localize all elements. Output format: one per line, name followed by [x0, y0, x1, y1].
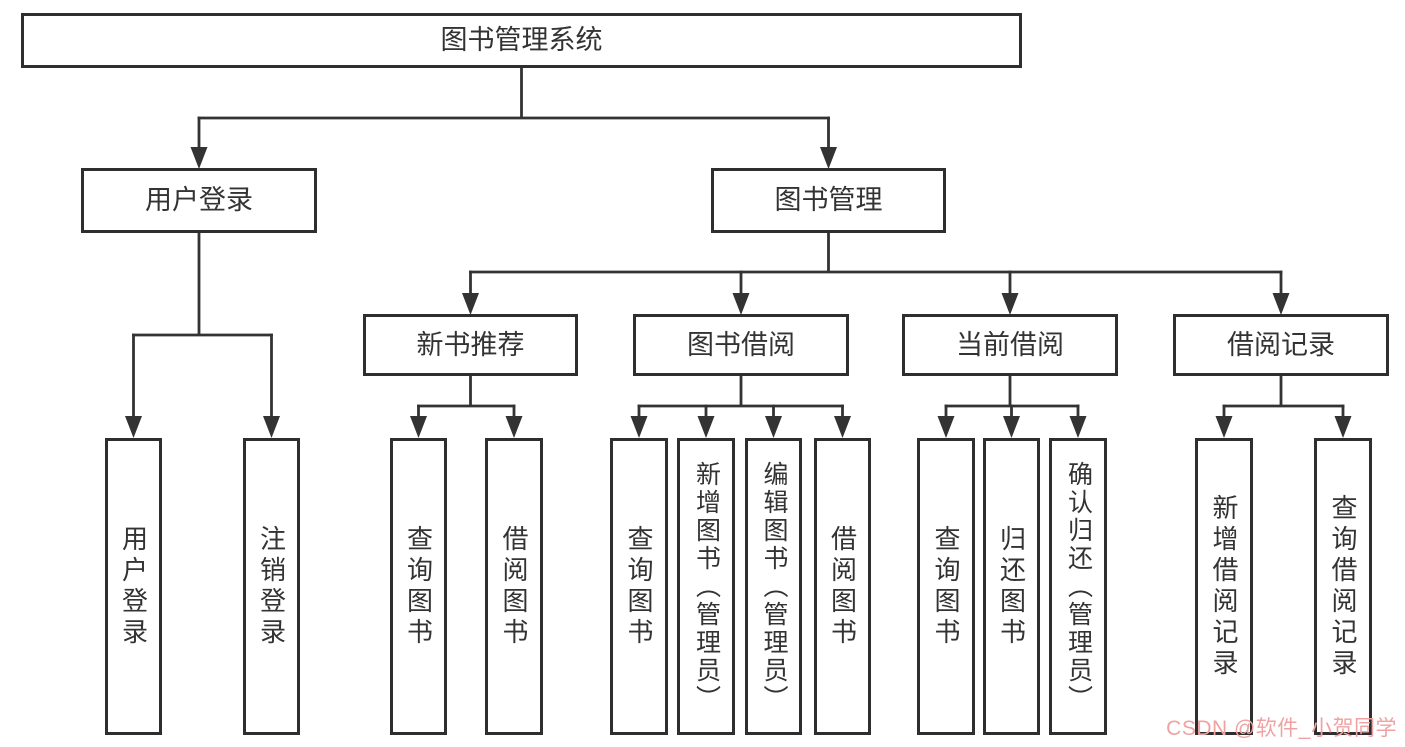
node-library-system: 图书管理系统 [21, 13, 1022, 68]
node-new-book-recommend: 新书推荐 [363, 314, 578, 376]
leaf-query-books-borrowing: 查询图书 [610, 438, 668, 735]
leaf-edit-books-admin-label: 编辑图书（管理员） [760, 460, 788, 713]
leaf-user-login: 用户登录 [105, 438, 162, 735]
leaf-user-login-label: 用户登录 [118, 524, 149, 649]
leaf-borrow-books-newbooks: 借阅图书 [485, 438, 543, 735]
leaf-borrow-books-borrowing-label: 借阅图书 [827, 524, 858, 649]
node-borrowing-records-label: 借阅记录 [1227, 329, 1335, 360]
leaf-add-borrow-record: 新增借阅记录 [1195, 438, 1253, 735]
node-user-login: 用户登录 [81, 168, 317, 233]
leaf-query-books-newbooks-label: 查询图书 [403, 524, 434, 649]
leaf-edit-books-admin: 编辑图书（管理员） [745, 438, 802, 735]
node-new-book-recommend-label: 新书推荐 [416, 329, 525, 360]
leaf-return-books: 归还图书 [983, 438, 1040, 735]
node-current-borrowing: 当前借阅 [902, 314, 1118, 376]
leaf-confirm-return-admin-label: 确认归还（管理员） [1064, 460, 1093, 713]
node-book-management-label: 图书管理 [774, 185, 883, 215]
leaf-borrow-books-borrowing: 借阅图书 [814, 438, 871, 735]
leaf-return-books-label: 归还图书 [996, 524, 1027, 649]
leaf-add-books-admin: 新增图书（管理员） [677, 438, 735, 735]
node-library-system-label: 图书管理系统 [440, 25, 603, 55]
node-user-login-label: 用户登录 [145, 185, 253, 215]
csdn-watermark: CSDN @软件_小贺同学 [1166, 717, 1397, 740]
leaf-add-books-admin-label: 新增图书（管理员） [692, 460, 721, 713]
node-borrowing-records: 借阅记录 [1173, 314, 1389, 376]
leaf-query-books-borrowing-label: 查询图书 [624, 524, 654, 649]
leaf-query-borrow-record: 查询借阅记录 [1314, 438, 1372, 735]
leaf-query-books-current: 查询图书 [917, 438, 975, 735]
leaf-query-books-current-label: 查询图书 [931, 524, 961, 649]
leaf-add-borrow-record-label: 新增借阅记录 [1209, 493, 1239, 680]
leaf-borrow-books-newbooks-label: 借阅图书 [499, 524, 529, 649]
node-book-management: 图书管理 [711, 168, 946, 233]
leaf-query-borrow-record-label: 查询借阅记录 [1328, 493, 1358, 680]
leaf-confirm-return-admin: 确认归还（管理员） [1049, 438, 1107, 735]
leaf-logout: 注销登录 [243, 438, 300, 735]
node-book-borrowing: 图书借阅 [633, 314, 849, 376]
leaf-query-books-newbooks: 查询图书 [390, 438, 447, 735]
node-book-borrowing-label: 图书借阅 [687, 329, 795, 360]
leaf-logout-label: 注销登录 [256, 524, 287, 649]
node-current-borrowing-label: 当前借阅 [956, 329, 1064, 360]
